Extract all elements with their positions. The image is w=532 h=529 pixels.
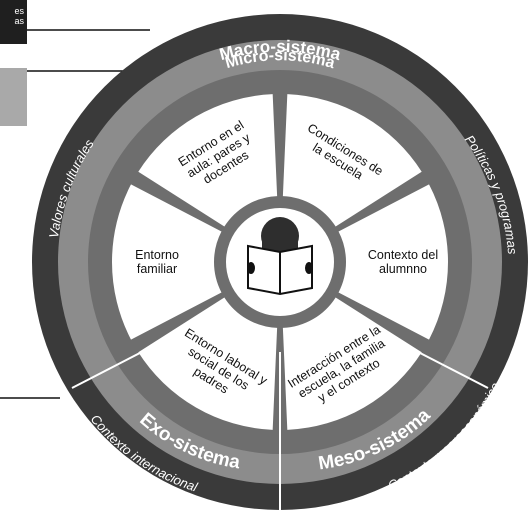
segment-laboral <box>138 297 278 430</box>
top-left-box <box>0 0 27 44</box>
segment-label-line: Entorno <box>135 248 179 262</box>
segment-interaccion <box>282 297 422 430</box>
segment-alumno <box>338 184 448 340</box>
segment-label-line: familiar <box>137 262 177 276</box>
segment-label-line: Contexto del <box>368 248 438 262</box>
top-left-fragment-line1: es <box>14 6 24 16</box>
segment-aula <box>138 94 278 227</box>
top-left-fragment-line2: as <box>14 16 24 26</box>
segment-escuela <box>282 94 422 227</box>
side-box-gray <box>0 68 27 126</box>
student-reading-icon <box>247 217 313 296</box>
segment-familiar <box>111 184 222 340</box>
segment-label-line: alumnno <box>379 262 427 276</box>
